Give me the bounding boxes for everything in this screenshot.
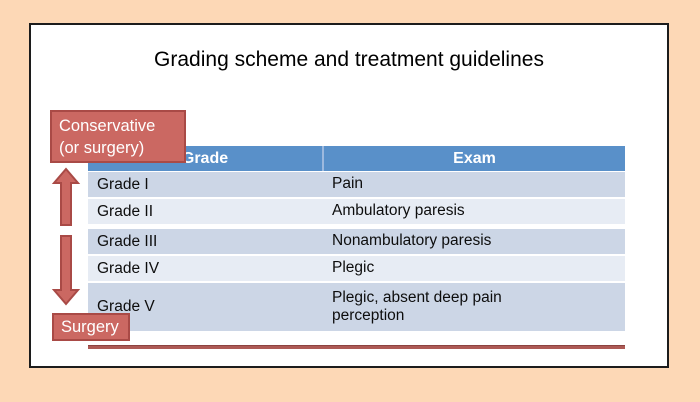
table-row: Grade II Ambulatory paresis [88,199,625,224]
exam-cell: Plegic [332,259,375,277]
table-row: Grade III Nonambulatory paresis [88,229,625,254]
exam-cell: Ambulatory paresis [332,202,465,220]
exam-cell: Plegic, absent deep pain perception [332,288,502,324]
grade-cell: Grade I [97,175,149,193]
down-arrow-icon [51,235,81,306]
surgery-label: Surgery [52,313,130,341]
conservative-label-line2: (or surgery) [59,139,145,157]
grade-cell: Grade IV [97,259,160,277]
conservative-label: Conservative (or surgery) [50,110,186,163]
column-header-exam: Exam [453,149,496,167]
grade-cell: Grade II [97,202,153,220]
grading-table: Grade Exam Grade I Pain Grade II Ambulat… [88,146,625,349]
exam-cell: Nonambulatory paresis [332,232,492,250]
up-arrow-icon [51,167,81,226]
table-row: Grade IV Plegic [88,256,625,281]
grade-cell: Grade III [97,232,158,250]
conservative-label-line1: Conservative [59,117,156,135]
slide-title: Grading scheme and treatment guidelines [154,48,544,71]
slide: Grading scheme and treatment guidelines … [29,23,669,368]
grade-cell: Grade V [97,298,155,315]
column-header-grade: Grade [88,146,324,171]
exam-cell: Pain [332,175,364,193]
treatment-divider-line [88,345,625,349]
surgery-label-text: Surgery [61,317,119,336]
table-row: Grade I Pain [88,172,625,197]
table-row: Grade V Plegic, absent deep pain percept… [88,283,625,331]
